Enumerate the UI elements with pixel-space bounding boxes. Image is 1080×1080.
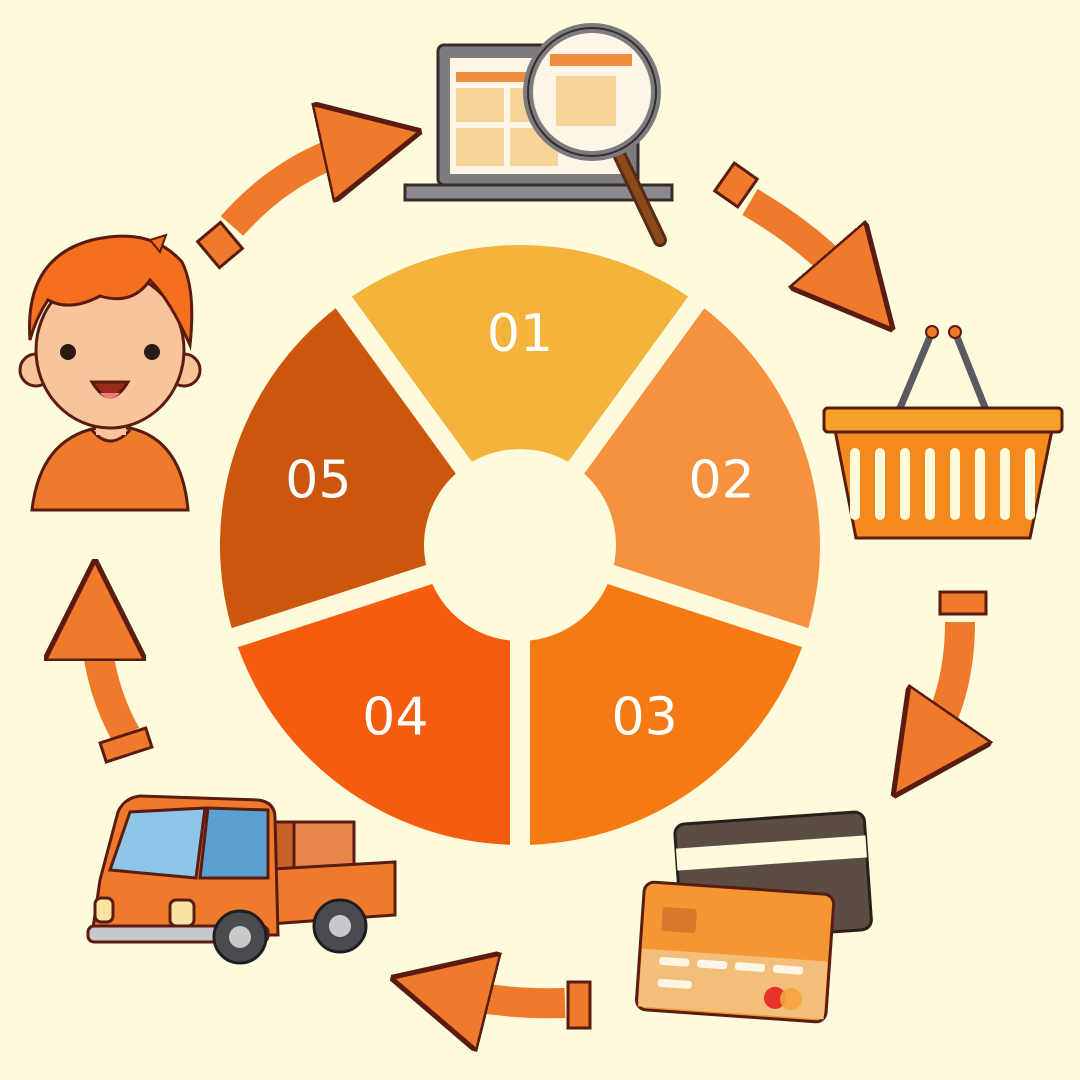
credit-card-icon xyxy=(635,810,873,1024)
segment-label-02: 02 xyxy=(689,450,755,510)
arrow-laptop-to-basket xyxy=(712,160,860,292)
cycle-ring: 01 02 03 04 05 xyxy=(219,244,821,845)
segment-label-05: 05 xyxy=(285,450,351,510)
customer-icon xyxy=(18,233,202,512)
shopping-basket-icon xyxy=(822,325,1064,540)
cycle-segment-02 xyxy=(584,308,821,629)
delivery-truck-icon xyxy=(86,794,397,965)
segment-label-04: 04 xyxy=(362,688,428,748)
cycle-segment-03 xyxy=(529,584,803,845)
cycle-arrows xyxy=(95,142,986,1028)
segment-label-01: 01 xyxy=(487,304,553,364)
arrow-basket-to-card xyxy=(922,590,986,755)
cycle-segment-04 xyxy=(237,584,511,845)
arrow-card-to-truck xyxy=(440,982,592,1028)
cycle-segment-01 xyxy=(351,244,689,462)
arrow-truck-to-customer xyxy=(95,610,154,764)
arrow-customer-to-laptop xyxy=(195,142,372,270)
cycle-segment-05 xyxy=(219,308,456,629)
laptop-search-icon xyxy=(403,23,674,247)
segment-label-03: 03 xyxy=(612,688,678,748)
